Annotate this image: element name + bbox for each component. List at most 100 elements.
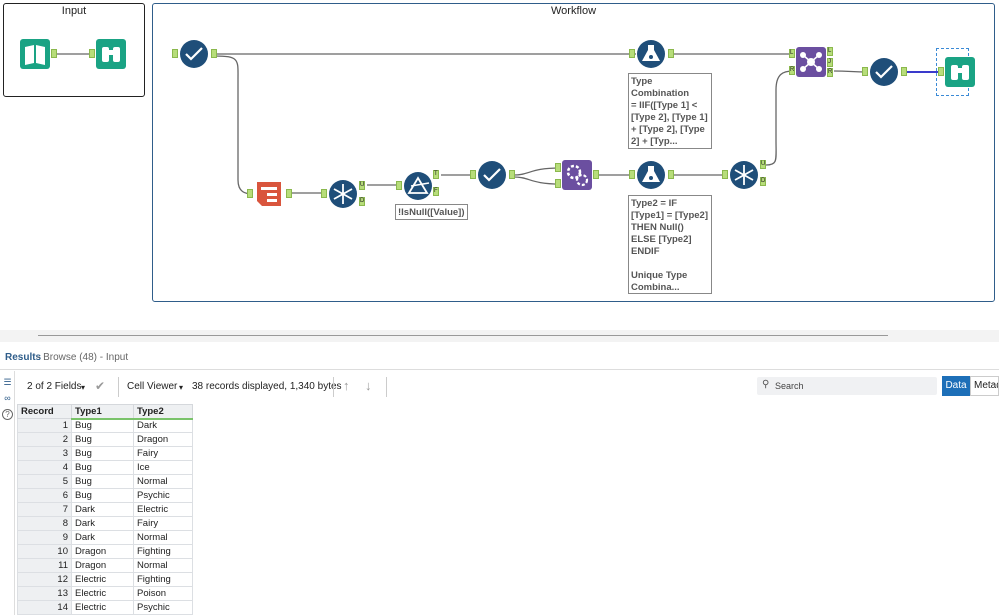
type2-cell: Psychic	[133, 488, 193, 503]
search-input[interactable]: ⚲ Search	[757, 377, 937, 395]
help-icon[interactable]: ?	[2, 409, 13, 420]
container-title: Input	[61, 5, 87, 17]
input-anchor[interactable]	[470, 170, 476, 179]
input-anchor[interactable]	[629, 49, 635, 58]
type1-cell: Electric	[71, 600, 134, 615]
input-anchor[interactable]	[555, 163, 561, 172]
input-anchor[interactable]	[396, 181, 402, 190]
browse-tool[interactable]	[96, 39, 126, 69]
cell-viewer-dropdown[interactable]: Cell Viewer	[127, 381, 178, 392]
checkmark-icon[interactable]: ✔	[95, 379, 106, 393]
select-tool-3[interactable]	[869, 57, 899, 87]
workflow-canvas[interactable]: Input Workflow	[0, 0, 999, 330]
anchor-label: R	[790, 67, 795, 73]
macro-tool[interactable]	[562, 160, 592, 190]
output-anchor[interactable]	[211, 49, 217, 58]
input-container[interactable]: Input	[3, 3, 145, 97]
input-anchor[interactable]	[629, 170, 635, 179]
left-input-anchor[interactable]	[789, 49, 795, 58]
input-anchor[interactable]	[172, 49, 178, 58]
annotation-filter: !IsNull([Value])	[395, 204, 468, 220]
output-anchor[interactable]	[668, 49, 674, 58]
formula-tool-type-combination[interactable]	[636, 39, 666, 69]
output-anchor[interactable]	[901, 67, 907, 76]
input-anchor[interactable]	[938, 67, 944, 76]
input-anchor[interactable]	[722, 170, 728, 179]
select-tool[interactable]	[179, 39, 209, 69]
search-placeholder: Search	[775, 381, 804, 391]
container-title: Workflow	[550, 5, 597, 17]
join-tool[interactable]	[796, 47, 826, 77]
output-anchor[interactable]	[51, 49, 57, 58]
tab-metadata[interactable]: Metad	[970, 376, 999, 396]
input-anchor[interactable]	[89, 49, 95, 58]
select-tool-2[interactable]	[477, 160, 507, 190]
record-cell: 4	[17, 460, 72, 475]
column-header-type1[interactable]: Type1	[71, 404, 134, 420]
record-cell: 11	[17, 558, 72, 573]
right-input-anchor[interactable]	[789, 66, 795, 75]
filter-tool[interactable]	[403, 171, 433, 201]
false-anchor[interactable]	[433, 187, 439, 196]
browse-tool-final[interactable]	[945, 57, 975, 87]
list-icon[interactable]: ☰	[3, 377, 12, 387]
type1-cell: Dark	[71, 502, 134, 517]
fields-dropdown[interactable]: 2 of 2 Fields	[27, 381, 82, 392]
anchor-label: U	[360, 182, 365, 188]
anchor-label: D	[761, 178, 766, 184]
unique-tool-2[interactable]	[729, 160, 759, 190]
splitter-line	[38, 335, 888, 336]
chevron-down-icon[interactable]: ▾	[179, 383, 184, 392]
anchor-label: R	[828, 69, 833, 75]
input-anchor[interactable]	[321, 189, 327, 198]
output-anchor-duplicate[interactable]	[760, 177, 766, 186]
binoculars-icon[interactable]: ∞	[4, 393, 11, 403]
arrow-down-icon[interactable]: ↓	[365, 378, 372, 393]
input-anchor[interactable]	[247, 189, 253, 198]
input-anchor[interactable]	[555, 179, 561, 188]
input-anchor[interactable]	[862, 67, 868, 76]
type1-cell: Dragon	[71, 558, 134, 573]
output-anchor[interactable]	[668, 170, 674, 179]
workflow-container[interactable]: Workflow	[152, 3, 995, 302]
formula-tool-type2[interactable]	[636, 160, 666, 190]
left-output-anchor[interactable]	[827, 47, 833, 56]
output-anchor[interactable]	[509, 170, 515, 179]
panel-splitter[interactable]	[0, 330, 999, 342]
output-anchor-unique[interactable]	[760, 160, 766, 169]
input-data-tool[interactable]	[20, 39, 50, 69]
arrow-up-icon[interactable]: ↑	[343, 378, 350, 393]
transpose-tool[interactable]	[254, 179, 284, 209]
column-header-record[interactable]: Record	[17, 404, 72, 419]
column-header-type2[interactable]: Type2	[133, 404, 193, 420]
output-anchor[interactable]	[286, 189, 292, 198]
chevron-down-icon[interactable]: ▾	[81, 383, 86, 392]
tab-data[interactable]: Data	[942, 376, 970, 396]
anchor-label: L	[790, 50, 794, 56]
output-anchor-duplicate[interactable]	[359, 197, 365, 206]
right-output-anchor[interactable]	[827, 68, 833, 77]
record-cell: 8	[17, 516, 72, 531]
join-output-anchor[interactable]	[827, 58, 833, 67]
type1-cell: Bug	[71, 460, 134, 475]
type1-cell: Dark	[71, 516, 134, 531]
output-anchor[interactable]	[593, 170, 599, 179]
unique-tool[interactable]	[328, 179, 358, 209]
true-anchor[interactable]	[433, 170, 439, 179]
output-anchor-unique[interactable]	[359, 181, 365, 190]
